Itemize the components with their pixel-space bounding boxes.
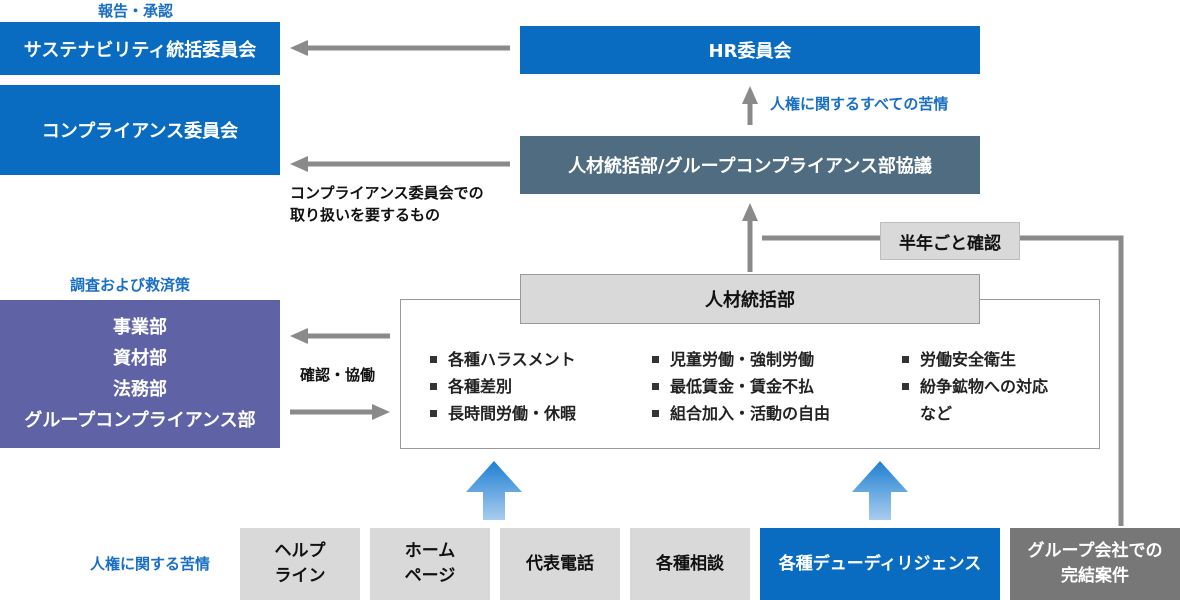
arrow-council-to-hr [742,86,758,125]
helpline-line-1: ヘルプ [274,541,326,561]
group-cases-box: グループ会社での 完結案件 [1010,528,1180,600]
blue-up-arrow-left [466,461,522,520]
joint-council-label: 人材統括部/グループコンプライアンス部協議 [568,156,932,177]
hr-committee-label: HR委員会 [708,41,792,62]
issue-child-labor: 児童労働・強制労働 [652,346,830,373]
all-hr-grievances-label: 人権に関するすべての苦情 [770,95,949,113]
issue-discrimination: 各種差別 [430,373,576,400]
hr-division-label: 人材統括部 [705,290,795,311]
homepage-line-1: ホーム [404,541,456,561]
group-cases-line-2: 完結案件 [1061,566,1129,586]
sustainability-committee-label: サステナビリティ統括委員会 [23,39,257,61]
consult-box: 各種相談 [630,528,750,600]
compliance-handling-note: コンプライアンス委員会での 取り扱いを要するもの [290,182,484,226]
arrow-council-to-compliance [290,156,510,172]
issue-union-freedom: 組合加入・活動の自由 [652,400,830,427]
department-business: 事業部 [113,317,167,338]
issue-long-hours: 長時間労働・休暇 [430,400,576,427]
compliance-handling-line-1: コンプライアンス委員会での [290,184,484,202]
due-diligence-label: 各種デューディリジェンス [778,553,982,574]
arrow-departments-to-division [290,404,390,420]
issues-column-1: 各種ハラスメント 各種差別 長時間労働・休暇 [430,346,576,427]
issue-harassment: 各種ハラスメント [430,346,576,373]
issue-safety: 労働安全衛生 [902,346,1048,373]
arrow-hr-to-sustainability [290,40,510,56]
compliance-committee-label: コンプライアンス委員会 [41,121,239,142]
helpline-line-2: ライン [274,566,326,586]
issues-column-3: 労働安全衛生 紛争鉱物への対応 など [902,346,1048,427]
issue-conflict-minerals: 紛争鉱物への対応 [902,373,1048,400]
department-legal: 法務部 [113,379,167,400]
helpline-box: ヘルプ ライン [240,528,360,600]
due-diligence-box: 各種デューディリジェンス [760,528,1000,600]
issue-etc: など [920,404,953,423]
semiannual-check-label: 半年ごと確認 [899,233,1001,254]
issue-minimum-wage: 最低賃金・賃金不払 [652,373,830,400]
semiannual-check-box: 半年ごと確認 [880,222,1020,260]
phone-box: 代表電話 [500,528,620,600]
hr-committee-box: HR委員会 [520,26,980,74]
sustainability-committee-box: サステナビリティ統括委員会 [0,22,280,75]
phone-label: 代表電話 [526,553,594,574]
compliance-handling-line-2: 取り扱いを要するもの [290,206,441,224]
hr-division-header: 人材統括部 [520,274,980,324]
hr-division-panel [400,299,1100,449]
joint-council-box: 人材統括部/グループコンプライアンス部協議 [520,136,980,194]
human-rights-grievances-label: 人権に関する苦情 [90,555,211,573]
arrow-division-to-departments [290,328,390,344]
departments-box: 事業部 資材部 法務部 グループコンプライアンス部 [0,300,280,448]
consult-label: 各種相談 [656,553,724,574]
confirm-cooperate-label: 確認・協働 [300,366,376,384]
semiannual-check-line [762,235,1124,526]
investigation-label: 調査および救済策 [70,276,191,294]
arrow-division-to-council [742,203,758,272]
report-approve-label: 報告・承認 [98,2,174,20]
homepage-box: ホーム ページ [370,528,490,600]
issues-column-2: 児童労働・強制労働 最低賃金・賃金不払 組合加入・活動の自由 [652,346,830,427]
blue-up-arrow-right [852,461,908,520]
compliance-committee-box: コンプライアンス委員会 [0,85,280,175]
department-materials: 資材部 [113,348,167,369]
department-group-compliance: グループコンプライアンス部 [24,410,256,431]
group-cases-line-1: グループ会社での [1027,541,1163,561]
homepage-line-2: ページ [404,566,456,586]
